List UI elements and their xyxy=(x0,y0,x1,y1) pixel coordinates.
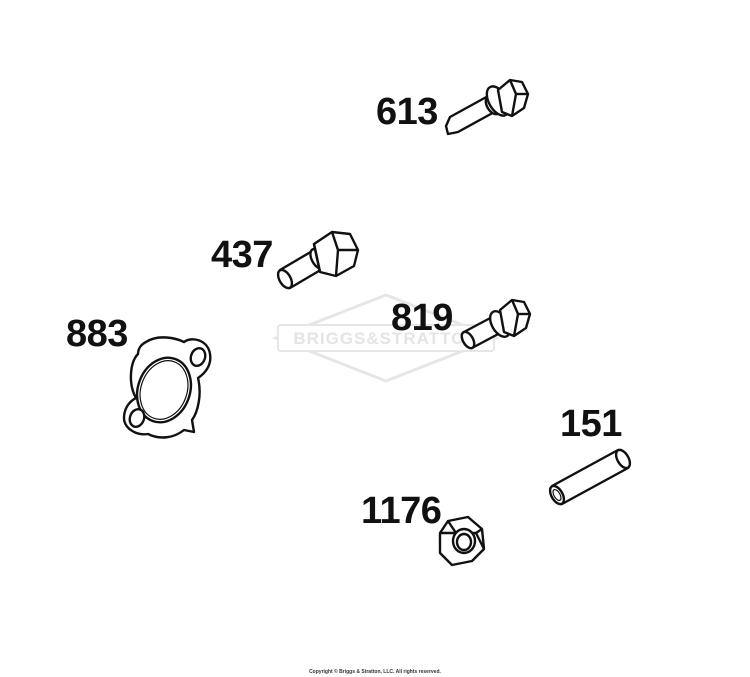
nut-1176-drawing xyxy=(438,515,486,567)
part-label-883: 883 xyxy=(66,313,128,355)
part-label-819: 819 xyxy=(391,297,453,339)
part-label-437: 437 xyxy=(211,234,273,276)
bolt-819-drawing xyxy=(460,298,532,350)
screw-613-drawing xyxy=(444,78,530,136)
briggs-stratton-watermark-logo xyxy=(272,293,500,383)
part-label-1176: 1176 xyxy=(361,490,442,532)
watermark-text: BRIGGS&STRATTON xyxy=(293,329,479,348)
bolt-437-drawing xyxy=(276,230,360,290)
gasket-883-drawing xyxy=(122,336,212,439)
part-label-613: 613 xyxy=(376,91,438,133)
pin-151-drawing xyxy=(548,448,632,506)
copyright-notice: Copyright © Briggs & Stratton, LLC. All … xyxy=(309,669,441,675)
part-label-151: 151 xyxy=(560,403,622,445)
